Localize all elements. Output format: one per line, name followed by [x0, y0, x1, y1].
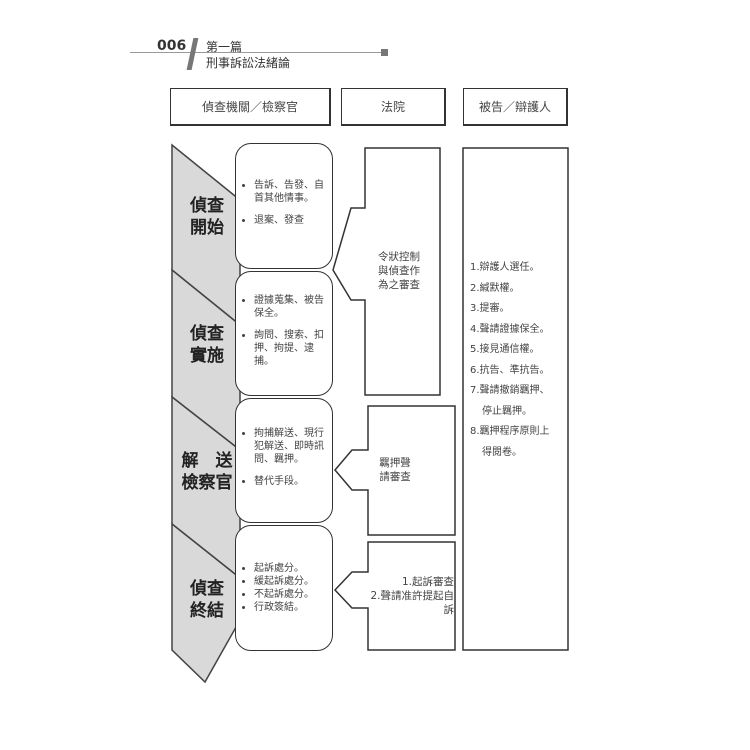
right-item: 6.抗告、準抗告。 [470, 364, 550, 376]
court-review-warrant: 令狀控制與偵查作為之審查 [378, 251, 420, 291]
defense-rights-list: 1.辯護人選任。 2.緘默權。 3.提審。 4.聲請證據保全。 5.接見通信權。… [470, 258, 550, 463]
right-item: 4.聲請證據保全。 [470, 323, 550, 335]
stage-title-1: 偵查開始 [190, 196, 224, 238]
part-title: 第一篇 [206, 40, 243, 54]
right-item: 5.接見通信權。 [470, 344, 540, 355]
right-item: 3.提審。 [470, 303, 510, 314]
right-item: 8.羈押程序原則上 [470, 426, 550, 437]
court-review-detention: 羈押聲請審查 [379, 457, 411, 483]
right-item: 2.緘默權。 [470, 282, 520, 294]
header-rule [130, 52, 382, 53]
stage-detail-4: 起訴處分。緩起訴處分。不起訴處分。行政簽結。 [235, 525, 333, 651]
court-box-1 [332, 147, 441, 396]
right-item: 得閱卷。 [482, 446, 522, 458]
right-item: 1.辯護人選任。 [470, 262, 540, 273]
stage-title-2: 偵查實施 [190, 324, 224, 366]
column-header-prosecution: 偵查機關／檢察官 [170, 88, 331, 126]
chapter-title: 刑事訴訟法緒論 [206, 56, 291, 70]
header-square [381, 49, 388, 56]
stage-detail-2: 證據蒐集、被告保全。詢問、搜索、扣押、拘提、逮捕。 [235, 271, 333, 396]
page-number: 006 [157, 38, 187, 54]
stage-detail-3: 拘捕解送、現行犯解送、即時訊問、羈押。替代手段。 [235, 398, 333, 523]
court-box-3 [333, 541, 456, 651]
court-box-2 [334, 405, 456, 536]
right-item: 停止羈押。 [482, 405, 532, 417]
column-header-defense: 被告／辯護人 [463, 88, 568, 126]
stage-title-3: 解 送檢察官 [181, 451, 233, 493]
chevron-stage-4 [171, 522, 241, 684]
stage-detail-1: 告訴、告發、自首其他情事。退案、發查 [235, 143, 333, 269]
defense-box [462, 147, 569, 651]
right-item: 7.聲請撤銷羈押、 [470, 385, 550, 396]
column-header-court: 法院 [341, 88, 446, 126]
stage-title-4: 偵查終結 [190, 579, 224, 621]
